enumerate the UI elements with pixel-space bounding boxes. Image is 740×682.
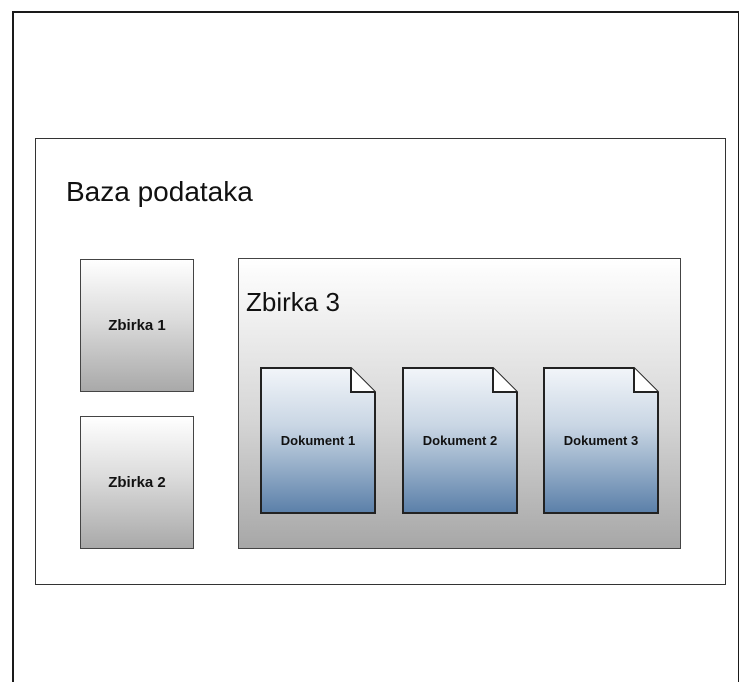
collection-1-label: Zbirka 1 [108,317,166,334]
document-3-label: Dokument 3 [563,433,639,448]
collection-2-label: Zbirka 2 [108,474,166,491]
document-1-label: Dokument 1 [280,433,356,448]
outer-frame [12,11,739,682]
collection-3-label: Zbirka 3 [246,287,340,317]
document-1-icon [260,367,376,514]
collection-1-box: Zbirka 1 [80,259,194,392]
document-3-icon [543,367,659,514]
document-3: Dokument 3 [543,367,659,514]
document-2: Dokument 2 [402,367,518,514]
database-title: Baza podataka [66,176,253,207]
document-2-label: Dokument 2 [422,433,498,448]
document-1: Dokument 1 [260,367,376,514]
document-2-icon [402,367,518,514]
collection-2-box: Zbirka 2 [80,416,194,549]
